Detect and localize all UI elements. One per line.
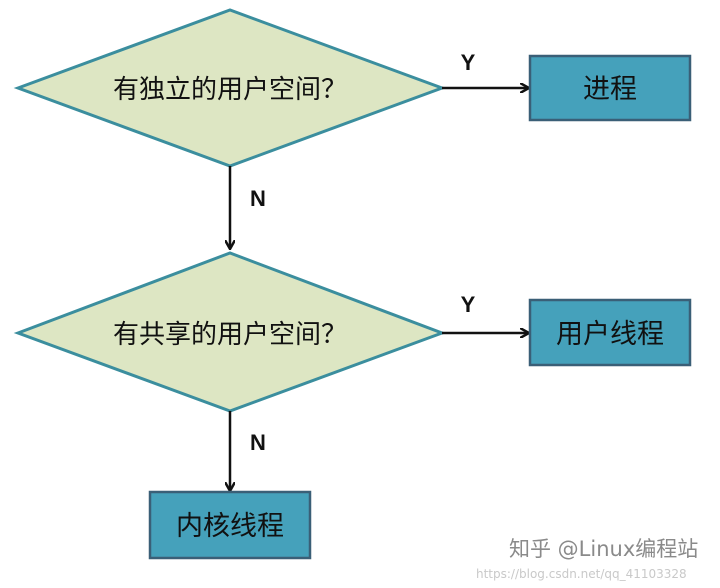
d1-yes-label: Y xyxy=(461,50,476,75)
process-box-label: 进程 xyxy=(583,74,637,105)
d2-yes-label: Y xyxy=(461,292,476,317)
d1-no-label: N xyxy=(250,186,266,211)
watermark-url: https://blog.csdn.net/qq_41103328 xyxy=(476,567,687,581)
process-box xyxy=(528,54,692,122)
kernel-thread-box-label: 内核线程 xyxy=(176,511,284,542)
watermark-text: 知乎 @Linux编程站 xyxy=(509,537,698,561)
decision-1-label: 有独立的用户空间？ xyxy=(113,75,347,105)
decision-2-label: 有共享的用户空间？ xyxy=(113,320,347,350)
d2-no-label: N xyxy=(250,430,266,455)
user-thread-box xyxy=(528,298,692,367)
kernel-thread-box xyxy=(148,490,312,560)
user-thread-box-label: 用户线程 xyxy=(556,319,664,350)
